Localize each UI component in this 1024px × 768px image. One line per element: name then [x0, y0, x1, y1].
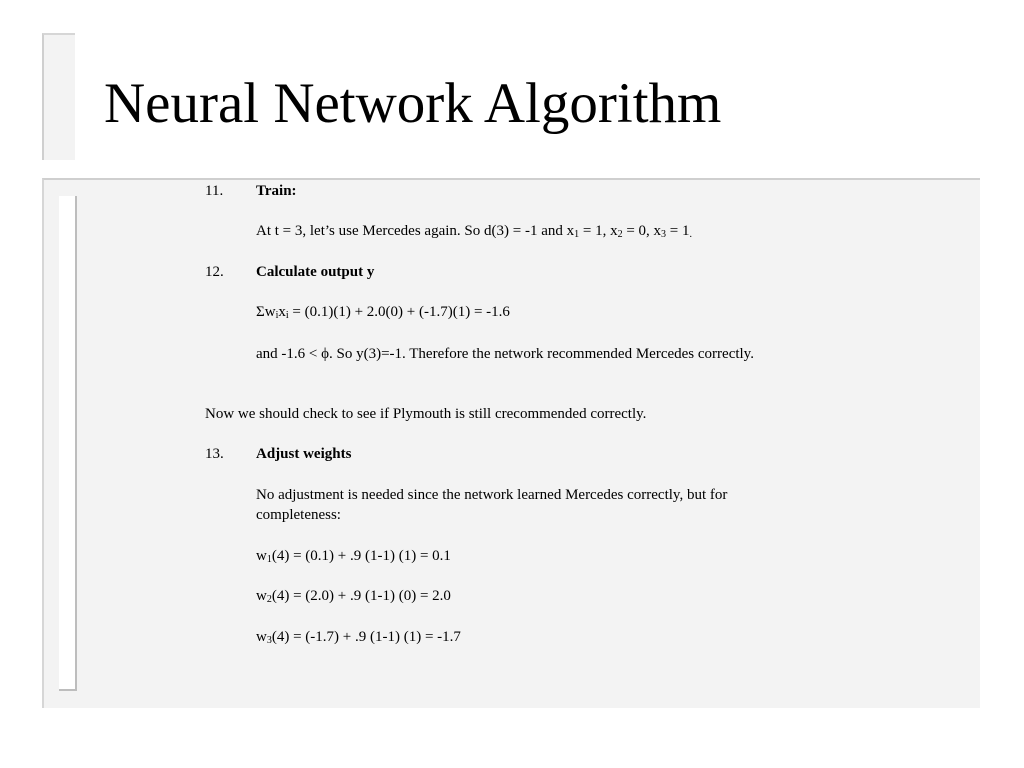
slide-title: Neural Network Algorithm — [104, 72, 722, 135]
title-frame-decoration — [42, 33, 75, 160]
step-13-heading: Adjust weights — [256, 446, 352, 462]
step-12-paragraph: and -1.6 < ϕ. So y(3)=-1. Therefore the … — [256, 346, 754, 362]
step-11-text: At t = 3, let’s use Mercedes again. So d… — [256, 223, 693, 240]
step-12-number: 12. — [205, 264, 224, 280]
body-frame — [42, 178, 980, 708]
step-13-paragraph: No adjustment is needed since the networ… — [256, 487, 728, 523]
weight-2-equation: w2(4) = (2.0) + .9 (1-1) (0) = 2.0 — [256, 588, 451, 605]
step-12-heading: Calculate output y — [256, 264, 375, 280]
step-11-heading: Train: — [256, 183, 297, 199]
plymouth-note: Now we should check to see if Plymouth i… — [205, 406, 647, 422]
step-11-number: 11. — [205, 183, 224, 199]
weight-3-equation: w3(4) = (-1.7) + .9 (1-1) (1) = -1.7 — [256, 629, 461, 646]
body-inner-bar-decoration — [59, 196, 77, 691]
step-13-number: 13. — [205, 446, 224, 462]
weight-1-equation: w1(4) = (0.1) + .9 (1-1) (1) = 0.1 — [256, 548, 451, 565]
sum-equation: Σwixi = (0.1)(1) + 2.0(0) + (-1.7)(1) = … — [256, 304, 510, 321]
